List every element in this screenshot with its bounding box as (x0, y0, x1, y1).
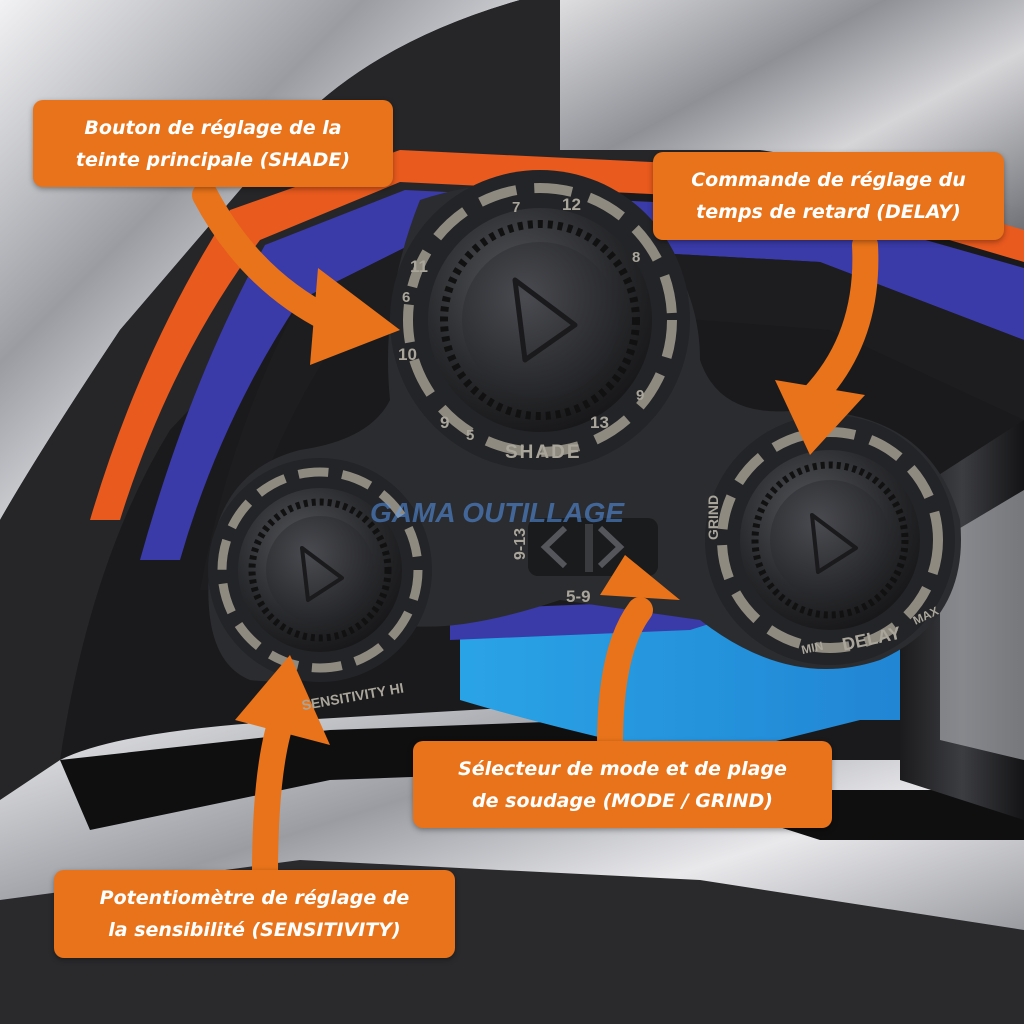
delay-min-label: MIN (800, 639, 824, 657)
shade-label: SHADE (505, 442, 582, 463)
callout-sensitivity-line1: Potentiomètre de réglage de (99, 887, 410, 909)
callout-mode-line2: de soudage (MODE / GRIND) (472, 789, 773, 812)
callout-shade-line1: Bouton de réglage de la (84, 116, 342, 139)
shade-number-13: 13 (590, 413, 609, 432)
shade-number-7: 7 (512, 199, 520, 216)
shade-number-8: 8 (632, 249, 640, 266)
mode-label-5-9: 5-9 (566, 587, 591, 606)
callout-mode: Sélecteur de mode et de plage de soudage… (413, 741, 832, 828)
callout-shade-line2: teinte principale (SHADE) (75, 148, 351, 171)
watermark: GAMA OUTILLAGE (370, 497, 625, 528)
mode-label-9-13: 9-13 (512, 528, 529, 560)
callout-mode-line1: Sélecteur de mode et de plage (458, 757, 787, 780)
callout-sensitivity: Potentiomètre de réglage de la sensibili… (54, 870, 455, 958)
shade-number-5: 5 (466, 427, 474, 444)
shade-number-6: 6 (402, 289, 410, 306)
callout-shade: Bouton de réglage de la teinte principal… (33, 100, 393, 187)
mode-label-grind: GRIND (705, 495, 721, 540)
callout-sensitivity-line2: la sensibilité (SENSITIVITY) (108, 919, 401, 941)
shade-number-9: 9 (440, 413, 449, 432)
callout-delay-line2: temps de retard (DELAY) (696, 201, 961, 223)
callout-delay-line1: Commande de réglage du (691, 169, 966, 191)
shade-number-11: 11 (410, 257, 428, 276)
shade-number-9-small: 9 (636, 387, 644, 404)
shade-number-10: 10 (398, 345, 417, 364)
shade-number-12: 12 (562, 195, 581, 214)
callout-delay: Commande de réglage du temps de retard (… (653, 152, 1004, 240)
